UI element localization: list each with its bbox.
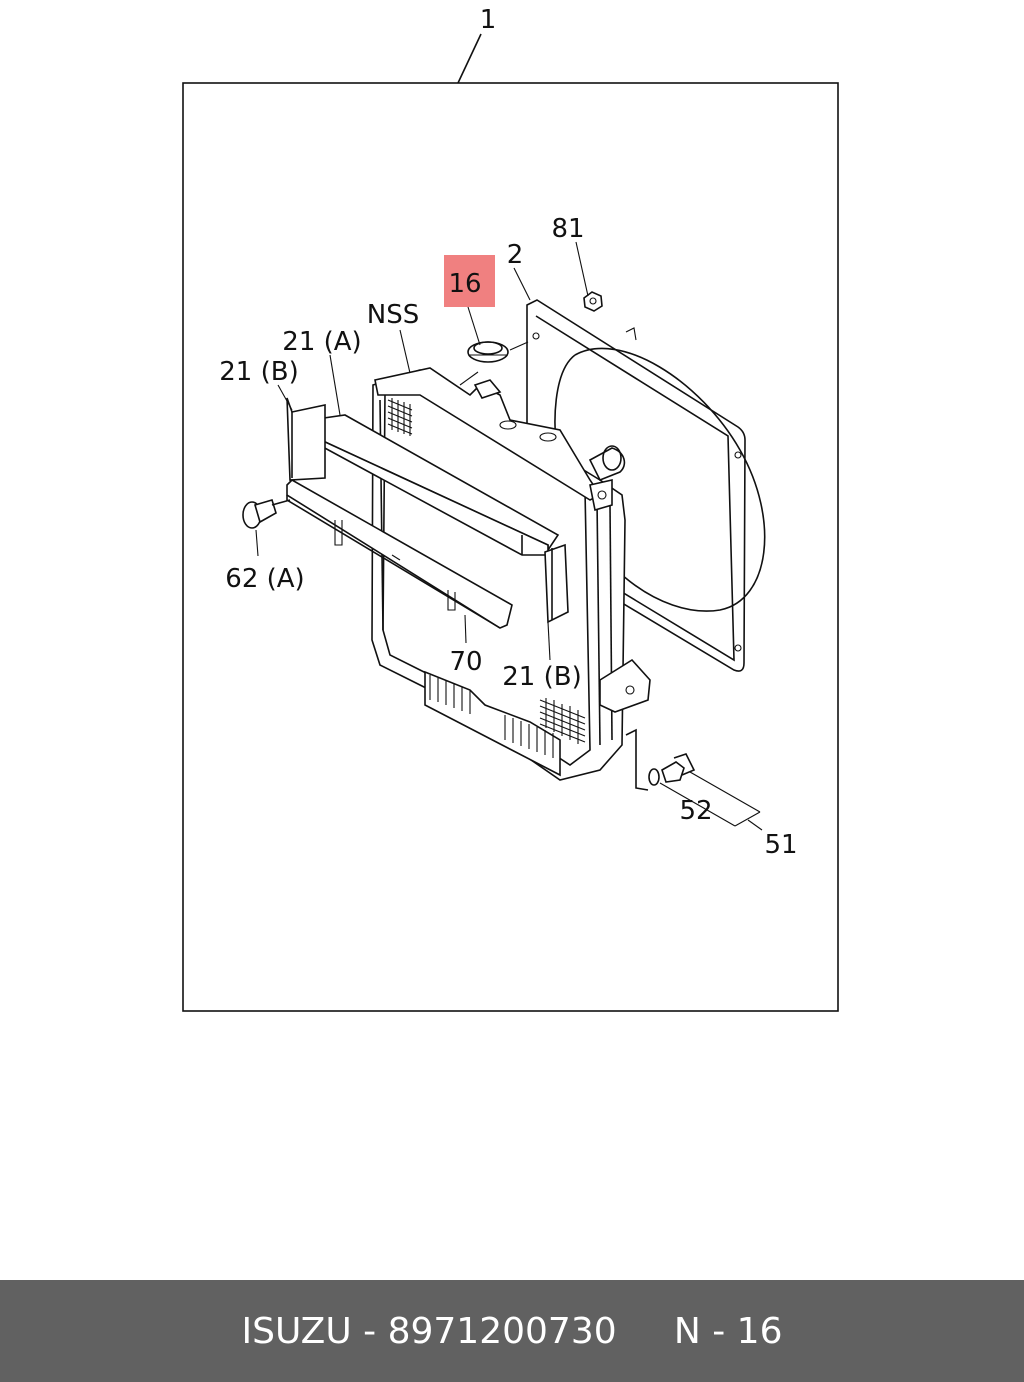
radiator-cap <box>467 341 509 363</box>
parts-diagram: 1 81 2 16 NSS 21 (A) 21 (B) 62 (A) 70 21… <box>182 5 839 1012</box>
label-assembly: 1 <box>480 5 497 35</box>
nut <box>583 291 603 312</box>
label-duct-b-left: 21 (B) <box>219 357 298 387</box>
label-shroud: 2 <box>507 240 524 270</box>
label-washer: 52 <box>679 796 712 826</box>
footer-gap <box>617 1311 674 1352</box>
label-nss: NSS <box>367 300 419 330</box>
footer-brand: ISUZU <box>241 1310 352 1352</box>
bracket <box>286 479 513 629</box>
diagram-frame <box>182 82 839 1012</box>
label-duct-a: 21 (A) <box>282 327 361 357</box>
footer-ref: N - 16 <box>673 1310 783 1352</box>
side-deflector-left <box>286 397 326 481</box>
side-deflector-right <box>544 543 569 624</box>
label-drain: 51 <box>764 830 797 860</box>
label-bracket: 70 <box>449 647 482 677</box>
label-cap[interactable]: 16 <box>448 269 481 299</box>
footer-bar: ISUZU - 8971200730 N - 16 <box>0 1280 1024 1382</box>
footer-part-number: 8971200730 <box>387 1310 617 1352</box>
label-nut: 81 <box>551 214 584 244</box>
radiator <box>371 367 651 791</box>
drain-plug <box>648 753 696 786</box>
highlight-box <box>444 255 495 307</box>
bolt <box>242 499 291 529</box>
label-bolt: 62 (A) <box>225 564 304 594</box>
label-duct-b-right: 21 (B) <box>502 662 581 692</box>
footer-separator: - <box>351 1310 388 1352</box>
